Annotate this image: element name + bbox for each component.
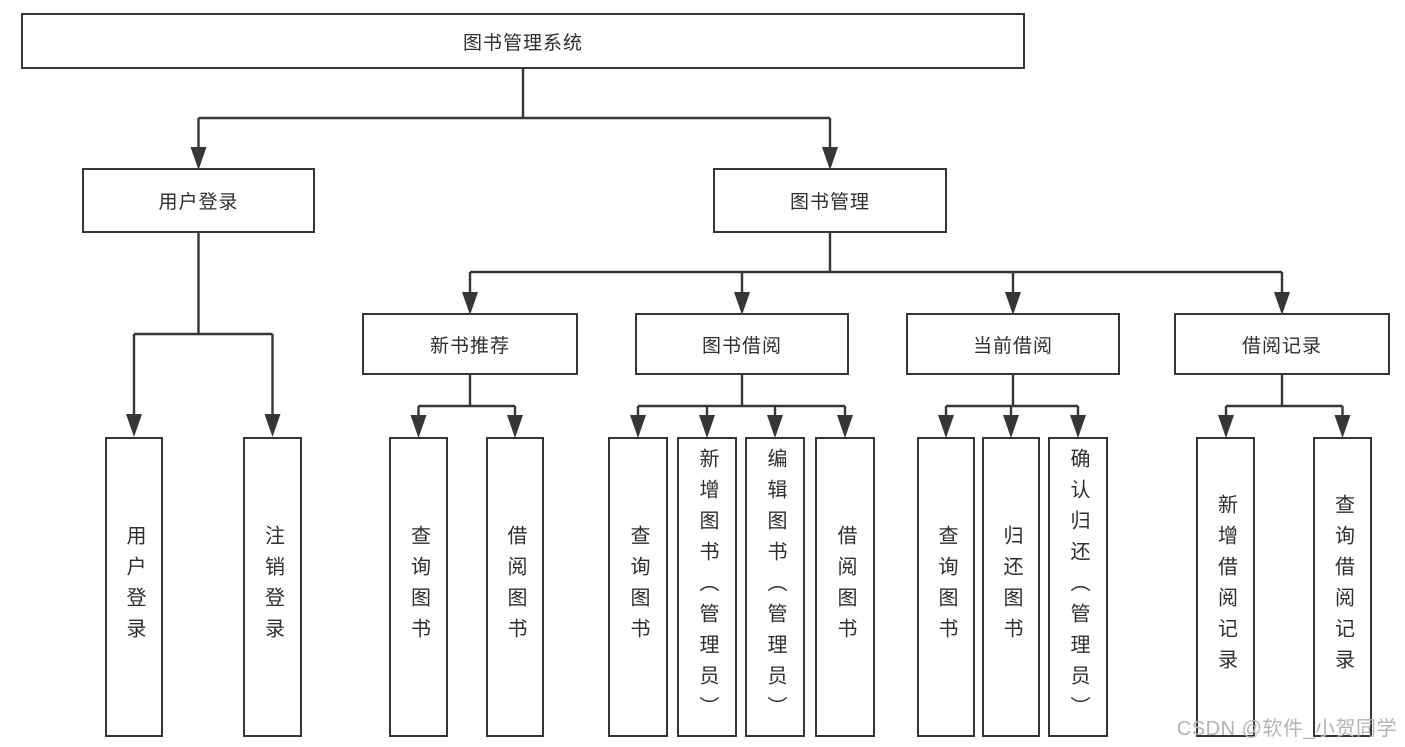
- node-book-management: 图书管理: [713, 168, 947, 233]
- node-borrowing-records: 借阅记录: [1174, 313, 1390, 375]
- node-leaf-confirm-return-admin: 确认归还（管理员）: [1048, 437, 1108, 737]
- node-leaf-add-borrow-record: 新增借阅记录: [1196, 437, 1255, 737]
- node-leaf-return-books: 归还图书: [982, 437, 1040, 737]
- node-leaf-query-books-borrow: 查询图书: [608, 437, 668, 737]
- node-leaf-logout: 注销登录: [243, 437, 302, 737]
- node-new-book-recommendation: 新书推荐: [362, 313, 578, 375]
- node-user-login: 用户登录: [82, 168, 315, 233]
- node-leaf-edit-books-admin: 编辑图书（管理员）: [745, 437, 805, 737]
- node-leaf-query-books-current: 查询图书: [917, 437, 975, 737]
- csdn-watermark: CSDN @软件_小贺同学: [1176, 718, 1397, 740]
- node-library-management-system: 图书管理系统: [21, 13, 1025, 69]
- node-book-borrowing: 图书借阅: [635, 313, 849, 375]
- node-leaf-add-books-admin: 新增图书（管理员）: [677, 437, 737, 737]
- node-leaf-query-borrow-record: 查询借阅记录: [1313, 437, 1372, 737]
- node-leaf-borrow-books: 借阅图书: [815, 437, 875, 737]
- node-leaf-query-books-rec: 查询图书: [389, 437, 448, 737]
- node-current-borrowing: 当前借阅: [906, 313, 1120, 375]
- node-leaf-borrow-books-rec: 借阅图书: [486, 437, 544, 737]
- node-leaf-user-login: 用户登录: [105, 437, 163, 737]
